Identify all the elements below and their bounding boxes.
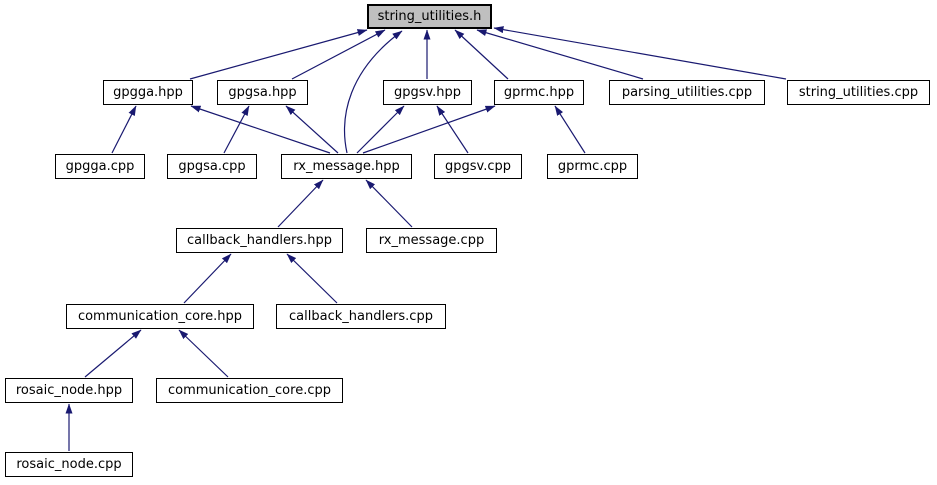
edge-communication_core_cpp-to-communication_core_hpp <box>178 329 229 378</box>
node-gpgsa_hpp[interactable]: gpgsa.hpp <box>217 80 308 105</box>
edge-rx_message_cpp-to-rx_message_hpp <box>365 179 413 228</box>
edge-gpgsa_hpp-to-string_utilities_h <box>291 29 386 80</box>
node-gpgga_hpp[interactable]: gpgga.hpp <box>103 80 193 105</box>
edge-string_utilities_cpp-to-string_utilities_h <box>493 26 787 80</box>
edge-callback_handlers_cpp-to-callback_handlers_hpp <box>286 253 338 304</box>
node-parsing_utilities_cpp[interactable]: parsing_utilities.cpp <box>609 80 765 105</box>
node-callback_handlers_cpp[interactable]: callback_handlers.cpp <box>276 304 446 329</box>
node-communication_core_hpp[interactable]: communication_core.hpp <box>66 304 254 329</box>
node-callback_handlers_hpp[interactable]: callback_handlers.hpp <box>176 228 343 253</box>
node-rx_message_hpp[interactable]: rx_message.hpp <box>281 154 412 179</box>
node-gprmc_hpp[interactable]: gprmc.hpp <box>494 80 584 105</box>
edge-gpgga_cpp-to-gpgga_hpp <box>111 105 137 154</box>
node-string_utilities_cpp[interactable]: string_utilities.cpp <box>787 80 930 105</box>
node-gpgsa_cpp[interactable]: gpgsa.cpp <box>167 154 257 179</box>
edge-gprmc_hpp-to-string_utilities_h <box>454 29 509 80</box>
node-gprmc_cpp[interactable]: gprmc.cpp <box>547 154 638 179</box>
edge-gpgsa_cpp-to-gpgsa_hpp <box>223 105 250 154</box>
edge-communication_core_hpp-to-callback_handlers_hpp <box>183 253 232 304</box>
node-gpgsv_hpp[interactable]: gpgsv.hpp <box>383 80 472 105</box>
node-string_utilities_h[interactable]: string_utilities.h <box>367 4 492 29</box>
node-rosaic_node_hpp[interactable]: rosaic_node.hpp <box>5 378 133 403</box>
node-rx_message_cpp[interactable]: rx_message.cpp <box>366 228 497 253</box>
edge-rx_message_hpp-to-gpgsa_hpp <box>285 105 339 154</box>
edge-rx_message_hpp-to-string_utilities_h <box>344 30 403 154</box>
node-communication_core_cpp[interactable]: communication_core.cpp <box>156 378 343 403</box>
edge-gpgga_hpp-to-string_utilities_h <box>189 29 368 80</box>
edge-rx_message_hpp-to-gprmc_hpp <box>362 105 496 154</box>
node-rosaic_node_cpp[interactable]: rosaic_node.cpp <box>5 452 133 477</box>
edge-parsing_utilities_cpp-to-string_utilities_h <box>476 29 644 80</box>
edge-callback_handlers_hpp-to-rx_message_hpp <box>277 179 324 228</box>
node-gpgsv_cpp[interactable]: gpgsv.cpp <box>434 154 522 179</box>
edge-rx_message_hpp-to-gpgsv_hpp <box>356 105 405 154</box>
edge-gprmc_cpp-to-gprmc_hpp <box>554 105 586 154</box>
edge-rosaic_node_hpp-to-communication_core_hpp <box>84 329 142 378</box>
node-gpgga_cpp[interactable]: gpgga.cpp <box>55 154 145 179</box>
edge-rx_message_hpp-to-gpgga_hpp <box>190 105 331 154</box>
edge-gpgsv_cpp-to-gpgsv_hpp <box>436 105 469 154</box>
